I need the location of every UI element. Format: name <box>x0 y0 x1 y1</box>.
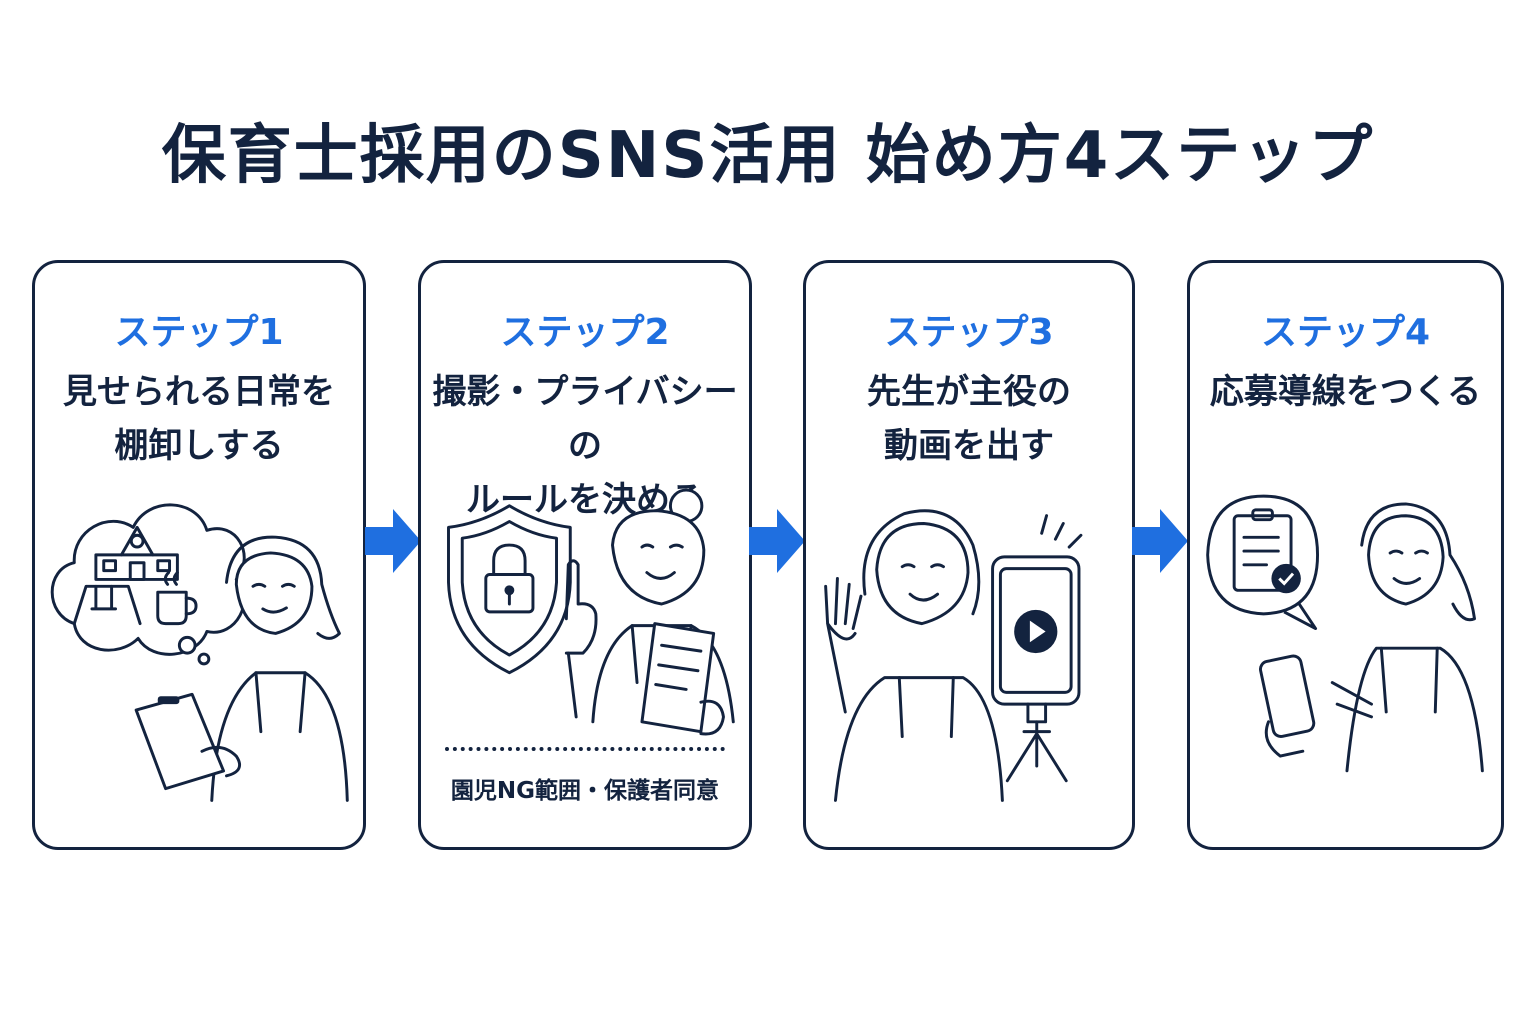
arrow-right-icon <box>365 509 421 573</box>
step-label: ステップ2 <box>500 312 670 353</box>
step-card-1: ステップ1 見せられる日常を 棚卸しする <box>32 260 366 850</box>
step-card-2: ステップ2 撮影・プライバシーの ルールを決める <box>418 260 752 850</box>
step-description: 応募導線をつくる <box>1190 365 1501 419</box>
step-line: 動画を出す <box>884 426 1054 466</box>
step-description: 見せられる日常を 棚卸しする <box>35 365 363 473</box>
clipboard-check-icon <box>1206 494 1320 631</box>
teacher-waving-icon <box>824 509 1004 802</box>
arrow-right-icon <box>1132 509 1188 573</box>
step-label: ステップ4 <box>1260 312 1431 353</box>
cup-icon <box>156 571 198 626</box>
step-line: 先生が主役の <box>867 372 1071 412</box>
step-illustration <box>806 473 1132 843</box>
step-label: ステップ3 <box>884 312 1054 353</box>
step-illustration <box>421 473 749 843</box>
arrow-right-icon <box>749 509 805 573</box>
thought-cloud-icon <box>50 503 246 666</box>
shield-lock-icon <box>447 504 572 675</box>
step-card-3: ステップ3 先生が主役の 動画を出す <box>803 260 1135 850</box>
swing-icon <box>72 584 142 626</box>
play-icon <box>1014 609 1058 654</box>
step-card-4: ステップ4 応募導線をつくる <box>1187 260 1504 850</box>
teacher-with-phone-icon <box>1259 502 1484 773</box>
teacher-with-clipboard-icon <box>134 535 349 802</box>
step-illustration <box>35 473 363 843</box>
page-title: 保育士採用のSNS活用 始め方4ステップ <box>161 119 1375 193</box>
step-line: 撮影・プライバシーの <box>432 372 738 466</box>
step-line: 応募導線をつくる <box>1209 372 1482 412</box>
step-note: 園児NG範囲・保護者同意 <box>450 778 720 804</box>
step-illustration <box>1190 473 1501 843</box>
school-building-icon <box>94 525 179 581</box>
step-line: 見せられる日常を <box>63 372 335 412</box>
step-line: 棚卸しする <box>114 426 284 466</box>
step-label: ステップ1 <box>114 312 284 353</box>
document-icon <box>640 622 725 736</box>
divider <box>445 747 725 751</box>
step-description: 先生が主役の 動画を出す <box>806 365 1132 473</box>
